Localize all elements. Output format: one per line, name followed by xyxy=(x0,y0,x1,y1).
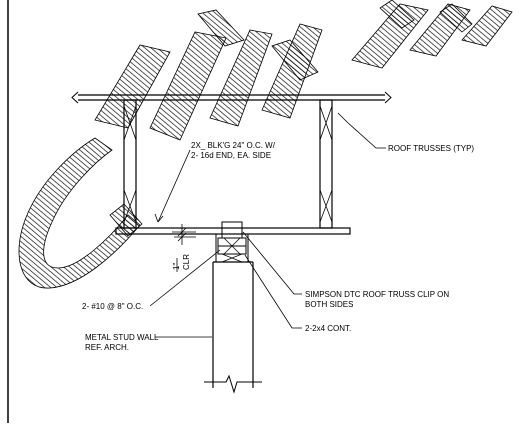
leader-lines xyxy=(149,112,386,338)
label-blocking-line1: 2X_ BLK'G 24" O.C. W/ xyxy=(191,141,276,150)
label-truss-clip-line2: BOTH SIDES xyxy=(305,300,353,309)
label-fastener: 2- #10 @ 8" O.C. xyxy=(82,302,143,311)
bottom-chord xyxy=(115,227,351,235)
label-blocking-line2: 2- 16d END, EA. SIDE xyxy=(191,151,271,160)
clearance-dimension xyxy=(172,224,196,272)
truss-clip-assembly xyxy=(215,221,249,263)
label-stud-wall-line2: REF. ARCH. xyxy=(85,343,129,352)
metal-stud-wall xyxy=(204,261,262,394)
truss-web-right xyxy=(319,99,333,229)
label-truss-clip-line1: SIMPSON DTC ROOF TRUSS CLIP ON xyxy=(305,290,449,299)
label-stud-wall-line1: METAL STUD WALL xyxy=(85,333,159,342)
label-clearance-unit: CLR xyxy=(182,254,191,270)
watermark-graffiti xyxy=(18,0,513,289)
label-clearance-value: 1" xyxy=(172,263,181,270)
label-plate: 2-2x4 CONT. xyxy=(305,324,351,333)
label-roof-trusses: ROOF TRUSSES (TYP) xyxy=(388,144,474,153)
